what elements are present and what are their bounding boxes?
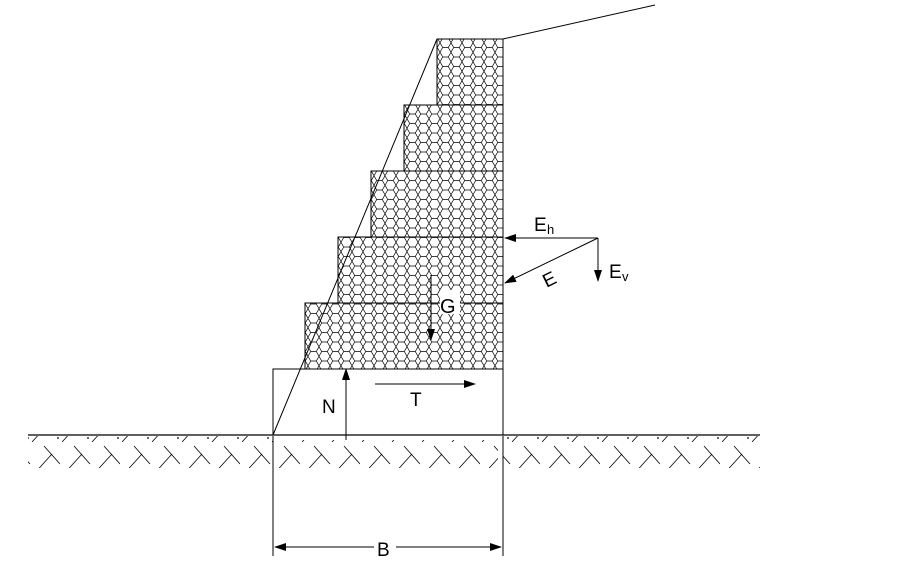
b-label-backing <box>374 537 396 559</box>
gabion-tier-2 <box>337 236 504 304</box>
wall-face-line <box>272 38 438 436</box>
ev-label-sub: v <box>622 269 629 284</box>
earth-pressure-forces <box>504 234 602 284</box>
eh-label-sub: h <box>547 222 554 237</box>
e-resultant-arrow <box>504 237 599 284</box>
b-label: B <box>377 540 390 561</box>
gabion-tier-5 <box>436 38 504 106</box>
n-label: N <box>322 397 336 418</box>
t-label: T <box>410 390 422 411</box>
gabion-tier-3 <box>370 170 504 238</box>
gabion-tier-4 <box>403 104 504 172</box>
gabion-tier-1 <box>304 302 504 370</box>
eh-label-main: E <box>534 215 547 236</box>
gabion-tiers <box>304 38 504 370</box>
g-label-backing <box>440 290 460 314</box>
soil-hatching-under-wall <box>278 440 498 468</box>
ground <box>28 434 760 468</box>
backfill-slope-line <box>502 4 656 40</box>
g-label: G <box>440 296 456 318</box>
foundation-block <box>272 368 504 436</box>
ev-label-main: E <box>609 262 622 283</box>
e-label: E <box>539 268 560 292</box>
